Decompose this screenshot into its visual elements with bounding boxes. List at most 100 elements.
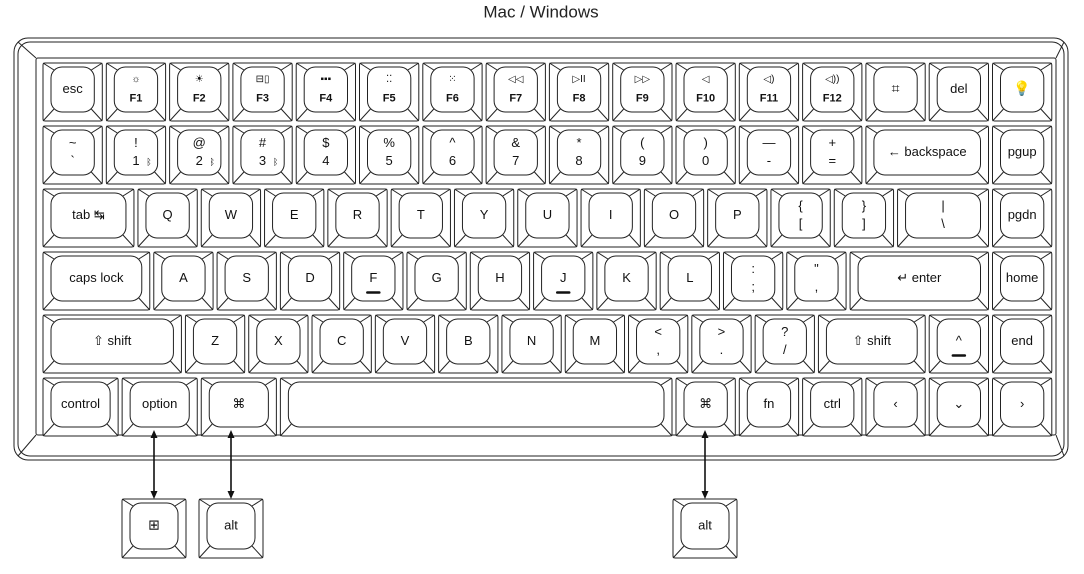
key-9[interactable]: (9 <box>612 125 673 185</box>
key-0[interactable]: )0 <box>675 125 736 185</box>
key-f10[interactable]: ◁F10 <box>675 62 736 122</box>
key-light-bulb-icon[interactable]: 💡 <box>992 62 1053 122</box>
diagram-title: Mac / Windows <box>483 2 598 21</box>
key-space[interactable]: <, <box>628 314 689 374</box>
key-f3[interactable]: ⊟▯F3 <box>232 62 293 122</box>
key-7[interactable]: &7 <box>485 125 546 185</box>
key-space[interactable]: ⌘ <box>200 377 277 437</box>
key-f9[interactable]: ▷▷F9 <box>612 62 673 122</box>
key-w[interactable]: W <box>200 188 262 248</box>
key-space[interactable]: += <box>802 125 863 185</box>
key-shift[interactable]: ⇧ shift <box>42 314 182 374</box>
key-b[interactable]: B <box>438 314 499 374</box>
key-base-legend: 6 <box>449 153 456 168</box>
key-q[interactable]: Q <box>137 188 198 248</box>
key-fn[interactable]: fn <box>738 377 800 437</box>
key-m[interactable]: M <box>564 314 626 374</box>
key-space[interactable]: >. <box>691 314 752 374</box>
key-u[interactable]: U <box>517 188 578 248</box>
key-legend: F4 <box>319 92 333 104</box>
key-space[interactable]: ", <box>786 251 847 311</box>
key-shift[interactable]: ⇧ shift <box>817 314 926 374</box>
key-s[interactable]: S <box>216 251 277 311</box>
key-base-legend: 5 <box>386 153 393 168</box>
key-space[interactable]: ^ <box>928 314 990 374</box>
key-f2[interactable]: ☀F2 <box>169 62 230 122</box>
key-f12[interactable]: ◁))F12 <box>802 62 863 122</box>
key-space[interactable]: ⌘ <box>675 377 736 437</box>
key-v[interactable]: V <box>374 314 436 374</box>
key-end[interactable]: end <box>992 314 1053 374</box>
key-r[interactable]: R <box>327 188 388 248</box>
key-n[interactable]: N <box>501 314 562 374</box>
alt-key-alt[interactable]: alt <box>198 498 264 559</box>
key-space[interactable] <box>279 377 673 437</box>
brightness-up-icon: ☀ <box>195 74 204 85</box>
key-base-legend: 0 <box>702 153 709 168</box>
key-space[interactable]: {[ <box>770 188 831 248</box>
key-d[interactable]: D <box>279 251 341 311</box>
key-f5[interactable]: ⁚⁚F5 <box>359 62 420 122</box>
key-f6[interactable]: ⁙F6 <box>422 62 483 122</box>
key-space[interactable]: |\ <box>897 188 989 248</box>
key-j[interactable]: J <box>533 251 594 311</box>
key-e[interactable]: E <box>264 188 325 248</box>
key-space[interactable]: ~` <box>42 125 103 185</box>
key-space[interactable]: › <box>992 377 1053 437</box>
key-space[interactable]: —- <box>738 125 800 185</box>
key-space[interactable]: ‹ <box>865 377 926 437</box>
key-legend: ↵ enter <box>897 270 942 285</box>
key-tab[interactable]: tab ↹ <box>42 188 135 248</box>
key-legend: pgup <box>1008 144 1037 159</box>
key-f1[interactable]: ☼F1 <box>105 62 167 122</box>
key-pgdn[interactable]: pgdn <box>992 188 1053 248</box>
key-caps-lock[interactable]: caps lock <box>42 251 151 311</box>
key-space[interactable]: ⌄ <box>928 377 990 437</box>
key-k[interactable]: K <box>596 251 657 311</box>
key-f4[interactable]: ▪▪▪F4 <box>295 62 357 122</box>
key-f7[interactable]: ◁◁F7 <box>485 62 546 122</box>
key-del[interactable]: del <box>928 62 990 122</box>
key-control[interactable]: control <box>42 377 119 437</box>
key-option[interactable]: option <box>121 377 198 437</box>
alt-key-alt[interactable]: alt <box>672 498 738 559</box>
key-legend: F6 <box>446 92 459 104</box>
key-f11[interactable]: ◁)F11 <box>738 62 800 122</box>
key-o[interactable]: O <box>643 188 705 248</box>
key-l[interactable]: L <box>659 251 720 311</box>
key-h[interactable]: H <box>469 251 531 311</box>
key-shift-legend: { <box>798 198 803 213</box>
key-i[interactable]: I <box>580 188 641 248</box>
key-f[interactable]: F <box>343 251 404 311</box>
key-space[interactable]: ?/ <box>754 314 815 374</box>
key-legend: G <box>432 270 442 285</box>
key-t[interactable]: T <box>390 188 451 248</box>
key-8[interactable]: *8 <box>548 125 610 185</box>
key-5[interactable]: %5 <box>359 125 420 185</box>
key-backspace[interactable]: ← backspace <box>865 125 990 185</box>
key-z[interactable]: Z <box>184 314 246 374</box>
key-g[interactable]: G <box>406 251 467 311</box>
key-p[interactable]: P <box>707 188 768 248</box>
alt-key-windows[interactable]: ⊞ <box>121 498 187 559</box>
key-screenshot-crop-icon[interactable]: ⌗ <box>865 62 926 122</box>
key-y[interactable]: Y <box>453 188 515 248</box>
key-space[interactable]: :; <box>722 251 784 311</box>
key-x[interactable]: X <box>248 314 309 374</box>
key-home[interactable]: home <box>992 251 1053 311</box>
key-ctrl[interactable]: ctrl <box>802 377 863 437</box>
key-enter[interactable]: ↵ enter <box>849 251 990 311</box>
bluetooth-icon: ᛒ <box>210 157 215 167</box>
key-4[interactable]: $4 <box>295 125 357 185</box>
key-space[interactable]: }] <box>833 188 895 248</box>
key-esc[interactable]: esc <box>42 62 103 122</box>
key-legend: M <box>589 333 600 348</box>
key-a[interactable]: A <box>153 251 214 311</box>
key-6[interactable]: ^6 <box>422 125 483 185</box>
key-c[interactable]: C <box>311 314 372 374</box>
key-pgup[interactable]: pgup <box>992 125 1053 185</box>
